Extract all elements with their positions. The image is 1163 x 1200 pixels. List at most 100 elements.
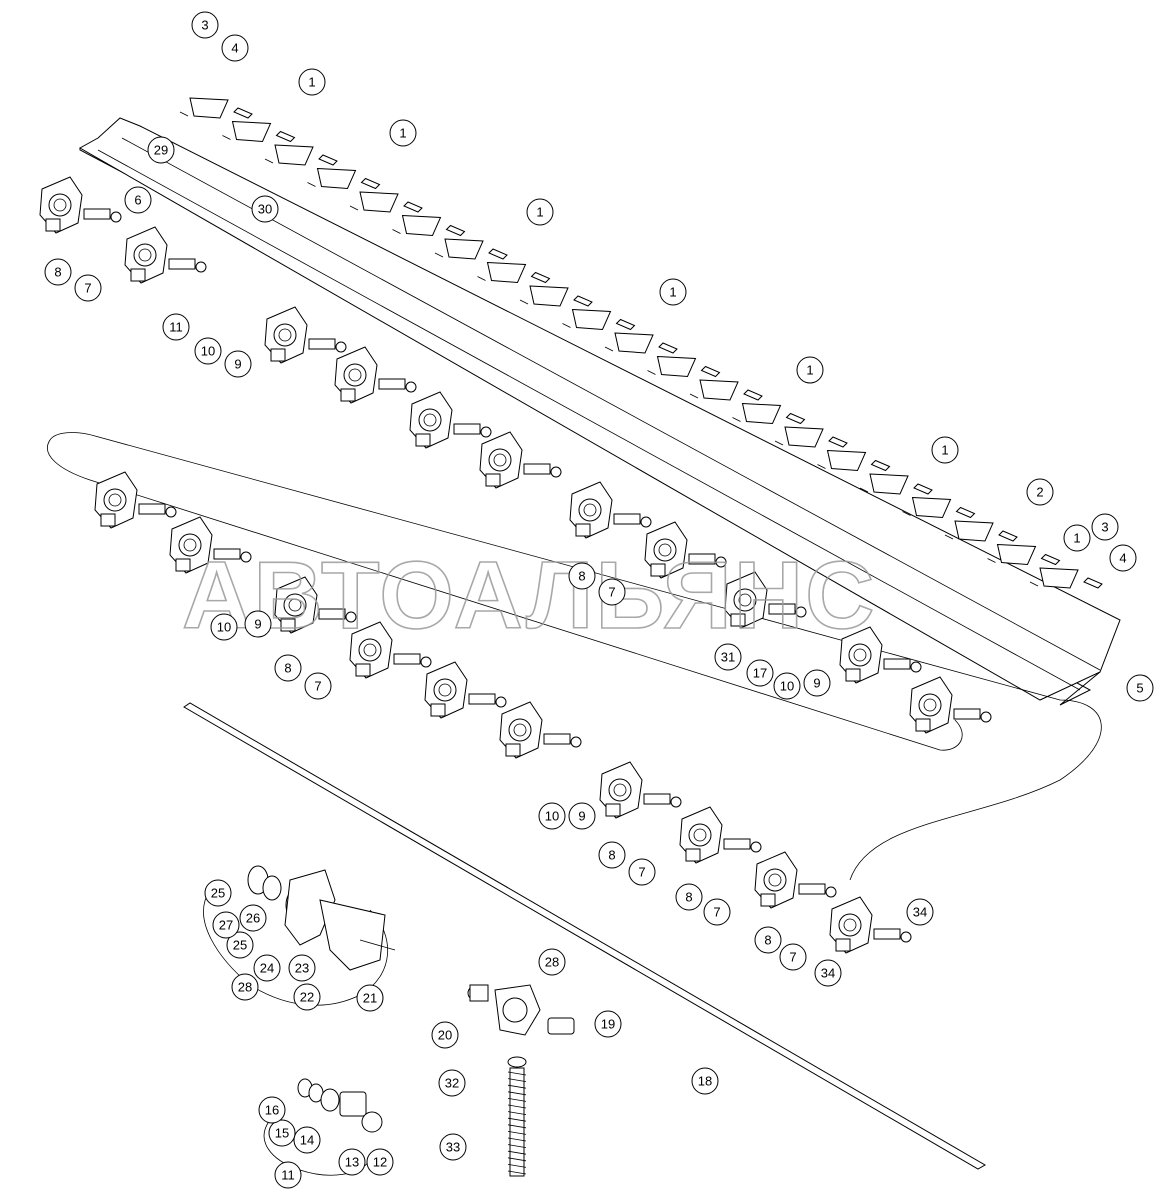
- callout-7-5: 7: [703, 898, 731, 926]
- svg-text:24: 24: [260, 961, 274, 976]
- svg-text:5: 5: [1136, 681, 1143, 696]
- svg-text:7: 7: [638, 865, 645, 880]
- callout-12: 12: [366, 1148, 394, 1176]
- callout-23: 23: [288, 954, 316, 982]
- svg-text:8: 8: [284, 661, 291, 676]
- svg-text:10: 10: [201, 344, 215, 359]
- callout-9-3: 9: [803, 669, 831, 697]
- callout-1-4: 1: [659, 278, 687, 306]
- callout-7-4: 7: [628, 858, 656, 886]
- svg-text:11: 11: [281, 1168, 295, 1183]
- gearbox-row: [39, 176, 992, 954]
- callout-14: 14: [293, 1126, 321, 1154]
- callout-18: 18: [691, 1067, 719, 1095]
- svg-text:17: 17: [753, 666, 767, 681]
- callout-28-2: 28: [538, 948, 566, 976]
- svg-text:8: 8: [685, 890, 692, 905]
- callout-34: 34: [906, 898, 934, 926]
- callout-8-6: 8: [754, 926, 782, 954]
- svg-text:1: 1: [941, 443, 948, 458]
- callout-1-5: 1: [796, 356, 824, 384]
- callout-4: 4: [221, 34, 249, 62]
- svg-text:19: 19: [601, 1017, 615, 1032]
- svg-text:10: 10: [545, 809, 559, 824]
- callout-2: 2: [1026, 478, 1054, 506]
- callout-7-6: 7: [779, 943, 807, 971]
- callout-11: 11: [162, 313, 190, 341]
- svg-text:9: 9: [234, 357, 241, 372]
- watermark: АВТОАЛЬЯНС: [182, 542, 876, 649]
- callout-10-2: 10: [210, 613, 238, 641]
- cutter-rod: [183, 702, 987, 1170]
- svg-text:8: 8: [764, 933, 771, 948]
- svg-text:10: 10: [780, 679, 794, 694]
- svg-text:9: 9: [254, 617, 261, 632]
- callout-10-3: 10: [773, 672, 801, 700]
- callout-3-2: 3: [1091, 513, 1119, 541]
- svg-text:12: 12: [373, 1155, 387, 1170]
- callout-8: 8: [44, 258, 72, 286]
- svg-text:9: 9: [578, 809, 585, 824]
- callout-7-2: 7: [598, 578, 626, 606]
- svg-text:30: 30: [258, 202, 272, 217]
- callout-29: 29: [147, 136, 175, 164]
- callout-5: 5: [1126, 674, 1154, 702]
- svg-text:4: 4: [231, 41, 238, 56]
- svg-text:14: 14: [300, 1133, 314, 1148]
- callout-3: 3: [191, 11, 219, 39]
- callout-8-5: 8: [675, 883, 703, 911]
- svg-text:32: 32: [445, 1076, 459, 1091]
- svg-text:8: 8: [578, 569, 585, 584]
- callout-8-2: 8: [568, 562, 596, 590]
- callout-1: 1: [298, 68, 326, 96]
- callout-20: 20: [431, 1021, 459, 1049]
- svg-text:34: 34: [821, 966, 835, 981]
- callout-22: 22: [293, 983, 321, 1011]
- svg-text:16: 16: [265, 1103, 279, 1118]
- knife-guard-bar: [78, 117, 1121, 706]
- callout-7: 7: [74, 274, 102, 302]
- callout-4-2: 4: [1109, 544, 1137, 572]
- callout-labels: 1111111233445677777788888899991010101011…: [44, 11, 1154, 1189]
- callout-19: 19: [594, 1010, 622, 1038]
- callout-17: 17: [746, 659, 774, 687]
- svg-text:1: 1: [669, 285, 676, 300]
- svg-text:6: 6: [134, 193, 141, 208]
- callout-10-4: 10: [538, 802, 566, 830]
- svg-text:3: 3: [201, 18, 208, 33]
- svg-text:8: 8: [54, 265, 61, 280]
- svg-text:27: 27: [219, 918, 233, 933]
- gearbox-detail: [203, 865, 396, 1006]
- svg-text:1: 1: [536, 205, 543, 220]
- svg-text:21: 21: [363, 991, 377, 1006]
- callout-25: 25: [204, 879, 232, 907]
- callout-9: 9: [224, 350, 252, 378]
- svg-text:28: 28: [545, 955, 559, 970]
- callout-11-2: 11: [274, 1161, 302, 1189]
- svg-text:20: 20: [438, 1028, 452, 1043]
- svg-text:11: 11: [169, 320, 183, 335]
- callout-34-2: 34: [814, 959, 842, 987]
- svg-text:8: 8: [608, 848, 615, 863]
- svg-text:29: 29: [154, 143, 168, 158]
- svg-text:7: 7: [314, 679, 321, 694]
- svg-text:7: 7: [608, 585, 615, 600]
- svg-text:1: 1: [1073, 531, 1080, 546]
- callout-1-2: 1: [389, 119, 417, 147]
- callout-7-3: 7: [304, 672, 332, 700]
- guard-plates-row: [179, 97, 1103, 589]
- callout-10: 10: [194, 337, 222, 365]
- svg-text:31: 31: [721, 650, 735, 665]
- svg-text:15: 15: [275, 1126, 289, 1141]
- callout-27: 27: [212, 911, 240, 939]
- svg-text:2: 2: [1036, 485, 1043, 500]
- svg-text:9: 9: [813, 676, 820, 691]
- bearing-detail: [263, 1078, 383, 1176]
- callout-30: 30: [251, 195, 279, 223]
- svg-text:13: 13: [345, 1155, 359, 1170]
- callout-33: 33: [439, 1133, 467, 1161]
- svg-text:1: 1: [399, 126, 406, 141]
- callout-28: 28: [231, 973, 259, 1001]
- callout-1-3: 1: [526, 198, 554, 226]
